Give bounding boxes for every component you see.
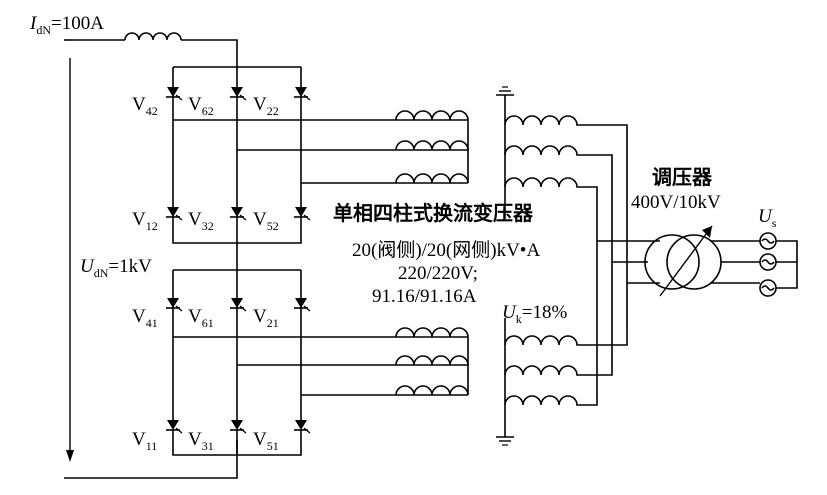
thyristor-label: V61: [188, 306, 214, 330]
thyristor-label: V21: [253, 306, 279, 330]
regulator-title: 调压器: [652, 166, 713, 189]
source-label: Us: [758, 206, 777, 230]
input-current-label: IdN=100A: [29, 13, 104, 37]
thyristor-label: V41: [132, 306, 158, 330]
upper-bridge: [172, 66, 468, 270]
dc-input-wire: [64, 32, 238, 67]
transformer-current: 91.16/91.16A: [372, 286, 477, 307]
valve-windings-upper: [395, 110, 469, 184]
thyristor-label: V62: [188, 94, 214, 118]
grid-windings: [504, 95, 628, 437]
dc-voltage-label: UdN=1kV: [80, 256, 152, 280]
voltage-regulator: [597, 225, 760, 297]
valve-windings-lower: [395, 327, 469, 396]
transformer-impedance: Uk=18%: [502, 302, 567, 326]
thyristor-label: V12: [132, 209, 158, 233]
thyristor-label: V42: [132, 94, 158, 118]
voltage-arrow: [66, 58, 74, 462]
thyristor-label: V51: [253, 429, 279, 453]
thyristor-label: V32: [188, 209, 214, 233]
ac-sources: [759, 232, 798, 297]
transformer-rating: 20(阀侧)/20(网侧)kV•A: [352, 239, 540, 261]
regulator-ratio: 400V/10kV: [631, 192, 721, 213]
transformer-voltage: 220/220V;: [398, 263, 478, 284]
ground-symbols: [496, 86, 514, 446]
thyristor-symbols: [165, 86, 311, 434]
thyristor-label: V52: [253, 209, 279, 233]
transformer-title: 单相四柱式换流变压器: [333, 201, 534, 225]
thyristor-label: V22: [253, 94, 279, 118]
thyristor-label: V31: [188, 429, 214, 453]
thyristor-label: V11: [132, 429, 157, 453]
